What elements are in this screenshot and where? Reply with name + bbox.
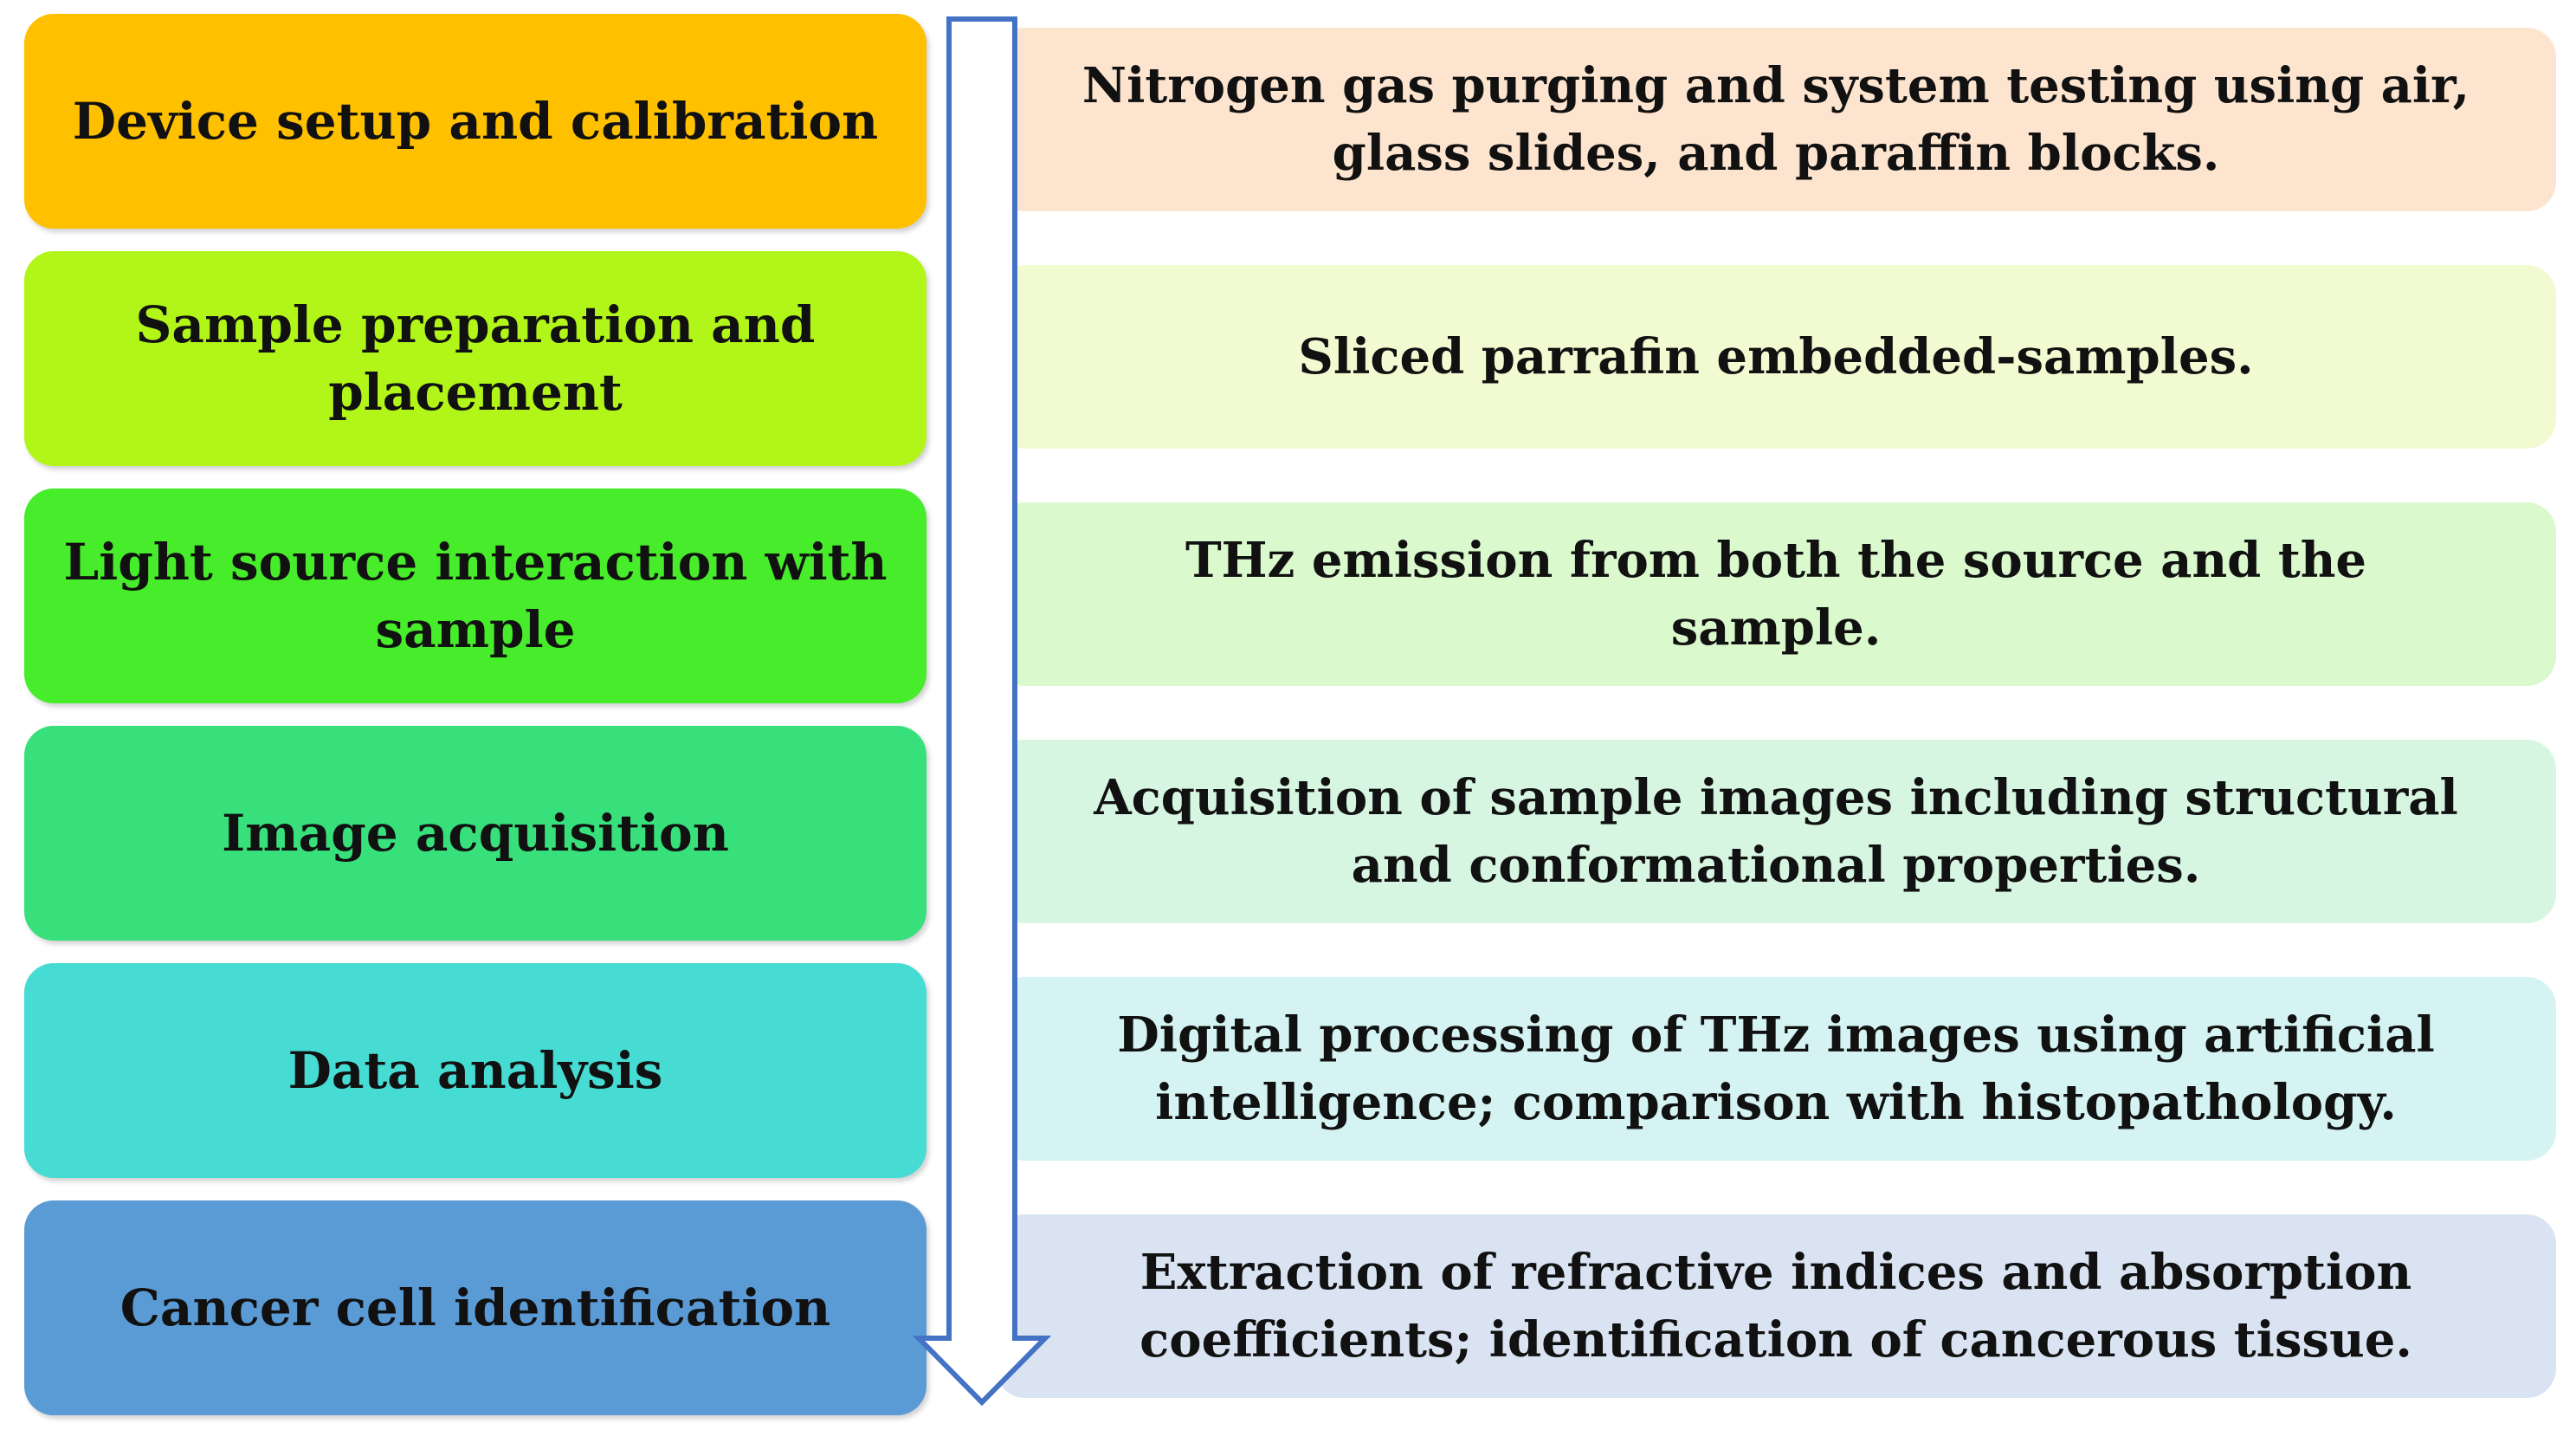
step-description-text: Sliced parrafin embedded-samples. xyxy=(1298,328,2254,385)
step-description-text: Digital processing of THz images using a… xyxy=(1117,1006,2435,1131)
step-description-cancer-identification: Extraction of refractive indices and abs… xyxy=(996,1214,2556,1398)
step-cancer-identification: Cancer cell identification xyxy=(24,1200,926,1415)
step-description-sample-preparation: Sliced parrafin embedded-samples. xyxy=(996,265,2556,449)
step-label: Cancer cell identification xyxy=(119,1278,831,1337)
step-description-text: THz emission from both the source and th… xyxy=(1185,532,2367,657)
step-label: Sample preparation and placement xyxy=(135,295,816,422)
step-description-light-source: THz emission from both the source and th… xyxy=(996,502,2556,686)
step-light-source: Light source interaction with sample xyxy=(24,489,926,703)
step-description-data-analysis: Digital processing of THz images using a… xyxy=(996,977,2556,1161)
step-description-text: Extraction of refractive indices and abs… xyxy=(1140,1244,2412,1369)
step-label: Device setup and calibration xyxy=(72,92,879,151)
step-label: Image acquisition xyxy=(222,804,729,863)
step-description-text: Nitrogen gas purging and system testing … xyxy=(1081,57,2470,182)
step-sample-preparation: Sample preparation and placement xyxy=(24,251,926,466)
step-description-device-setup: Nitrogen gas purging and system testing … xyxy=(996,28,2556,211)
step-description-image-acquisition: Acquisition of sample images including s… xyxy=(996,740,2556,923)
step-description-text: Acquisition of sample images including s… xyxy=(1094,769,2458,894)
step-device-setup: Device setup and calibration xyxy=(24,14,926,229)
step-label: Light source interaction with sample xyxy=(63,533,888,659)
step-image-acquisition: Image acquisition xyxy=(24,726,926,941)
flow-arrow-shape xyxy=(912,16,1052,1407)
step-data-analysis: Data analysis xyxy=(24,963,926,1178)
step-label: Data analysis xyxy=(287,1041,663,1100)
